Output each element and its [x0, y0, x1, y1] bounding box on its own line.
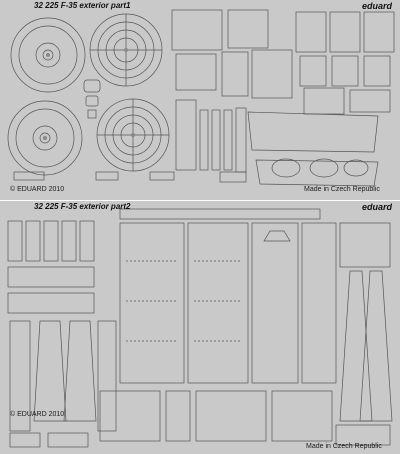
fan-disc-top-left [10, 17, 86, 93]
fret-part2-title: 32 225 F-35 exterior part2 [34, 202, 131, 211]
fan-disc-bottom-left [7, 100, 83, 176]
fret-part1-title: 32 225 F-35 exterior part1 [34, 1, 131, 10]
fret-part2-artwork [7, 208, 393, 448]
fret-part1-copyright: © EDUARD 2010 [10, 186, 65, 193]
fret-part1-made-in: Made in Czech Republic [304, 186, 380, 193]
fret-part1-artwork [7, 9, 395, 187]
fret-part2-copyright: © EDUARD 2010 [10, 411, 65, 418]
fret-part2-brand-logo: eduard [362, 202, 393, 212]
fret-part2-made-in: Made in Czech Republic [306, 443, 382, 450]
fret-part1-brand-logo: eduard [362, 1, 393, 11]
fret-part1: 32 225 F-35 exterior part1 eduard © EDUA… [0, 0, 400, 200]
fret-part2: 32 225 F-35 exterior part2 eduard © EDUA… [0, 201, 400, 454]
